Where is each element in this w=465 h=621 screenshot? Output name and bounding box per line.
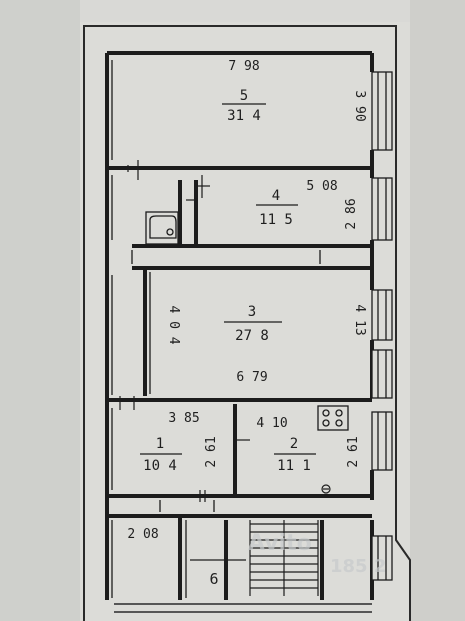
dim-room4-depth: 2 86	[344, 198, 359, 229]
room-5-area: 31 4	[227, 108, 261, 124]
dim-room3-depth-right: 4 13	[352, 304, 367, 335]
background-right	[410, 0, 465, 621]
room-4-area: 11 5	[259, 212, 293, 228]
windows	[371, 71, 393, 581]
dim-room5-width: 7 98	[228, 59, 259, 74]
dim-room2-width: 4 10	[256, 416, 287, 431]
outer-boundary	[83, 25, 411, 621]
dim-room2-depth: 2 61	[346, 436, 361, 467]
dim-room3-depth-left: 4 0 4	[166, 305, 181, 344]
room-labels: 5 31 4 4 11 5 3 27 8 1 10 4 2 11 1 6	[140, 88, 316, 588]
dim-hall-width: 2 08	[127, 527, 158, 542]
radiator-icon	[321, 484, 331, 494]
dim-room1-width: 3 85	[168, 411, 199, 426]
dim-room5-depth: 3 90	[352, 90, 367, 121]
thin-walls	[111, 60, 372, 613]
room-4-number: 4	[272, 188, 280, 204]
room-3-area: 27 8	[235, 328, 269, 344]
watermark-brand: Avito	[248, 531, 312, 556]
room-2-area: 11 1	[277, 458, 311, 474]
dim-room4-width: 5 08	[306, 179, 337, 194]
room-1-number: 1	[156, 436, 164, 452]
walls	[105, 51, 374, 600]
stairs	[190, 520, 319, 596]
dimension-labels: 7 98 3 90 5 08 2 86 4 0 4 4 13 6 79 3 85…	[127, 59, 367, 542]
room-2-number: 2	[290, 436, 298, 452]
background-left	[0, 0, 80, 621]
door-marks	[119, 160, 250, 502]
stair-number: 6	[209, 570, 218, 588]
dim-room3-width: 6 79	[236, 370, 267, 385]
watermark: Avito 185 2	[248, 531, 386, 577]
room-1-area: 10 4	[143, 458, 177, 474]
room-5-number: 5	[240, 88, 248, 104]
dim-room1-depth: 2 61	[204, 436, 219, 467]
watermark-id: 185 2	[330, 556, 386, 577]
bathtub-icon	[145, 211, 179, 245]
room-3-number: 3	[248, 304, 256, 320]
stove-icon	[317, 405, 349, 431]
